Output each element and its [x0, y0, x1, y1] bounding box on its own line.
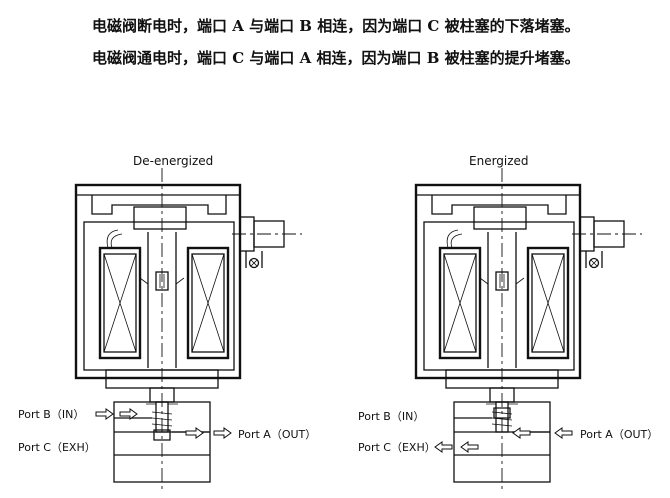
flow-arrow-port-b-in-left: [95, 408, 114, 420]
port-c-label-right: Port C（EXH）: [358, 441, 436, 454]
caption-deenergized: 电磁阀断电时，端口 A 与端口 B 相连，因为端口 C 被柱塞的下落堵塞。: [92, 17, 580, 35]
flow-arrow-port-a-inner-right: [512, 427, 531, 439]
flow-arrow-port-a-inner-left: [185, 427, 204, 439]
flow-arrow-port-c-inner-right: [460, 441, 479, 453]
port-b-label-right: Port B（IN）: [358, 410, 424, 423]
flow-arrow-port-b-inner-left: [119, 408, 138, 420]
caption-energized: 电磁阀通电时，端口 C 与端口 A 相连，因为端口 B 被柱塞的提升堵塞。: [92, 49, 580, 67]
port-a-label-left: Port A（OUT）: [238, 428, 316, 441]
port-a-label-right: Port A（OUT）: [580, 428, 658, 441]
flow-arrow-port-c-out-right: [434, 441, 453, 453]
valve-energized: [414, 166, 642, 492]
flow-arrow-port-a-in-right: [554, 427, 573, 439]
flow-arrow-port-a-out-left: [213, 427, 232, 439]
valve-deenergized: [74, 166, 302, 492]
port-c-label-left: Port C（EXH）: [18, 441, 96, 454]
port-b-label-left: Port B（IN）: [18, 408, 84, 421]
state-label-deenergized: De-energized: [133, 154, 213, 168]
state-label-energized: Energized: [469, 154, 529, 168]
